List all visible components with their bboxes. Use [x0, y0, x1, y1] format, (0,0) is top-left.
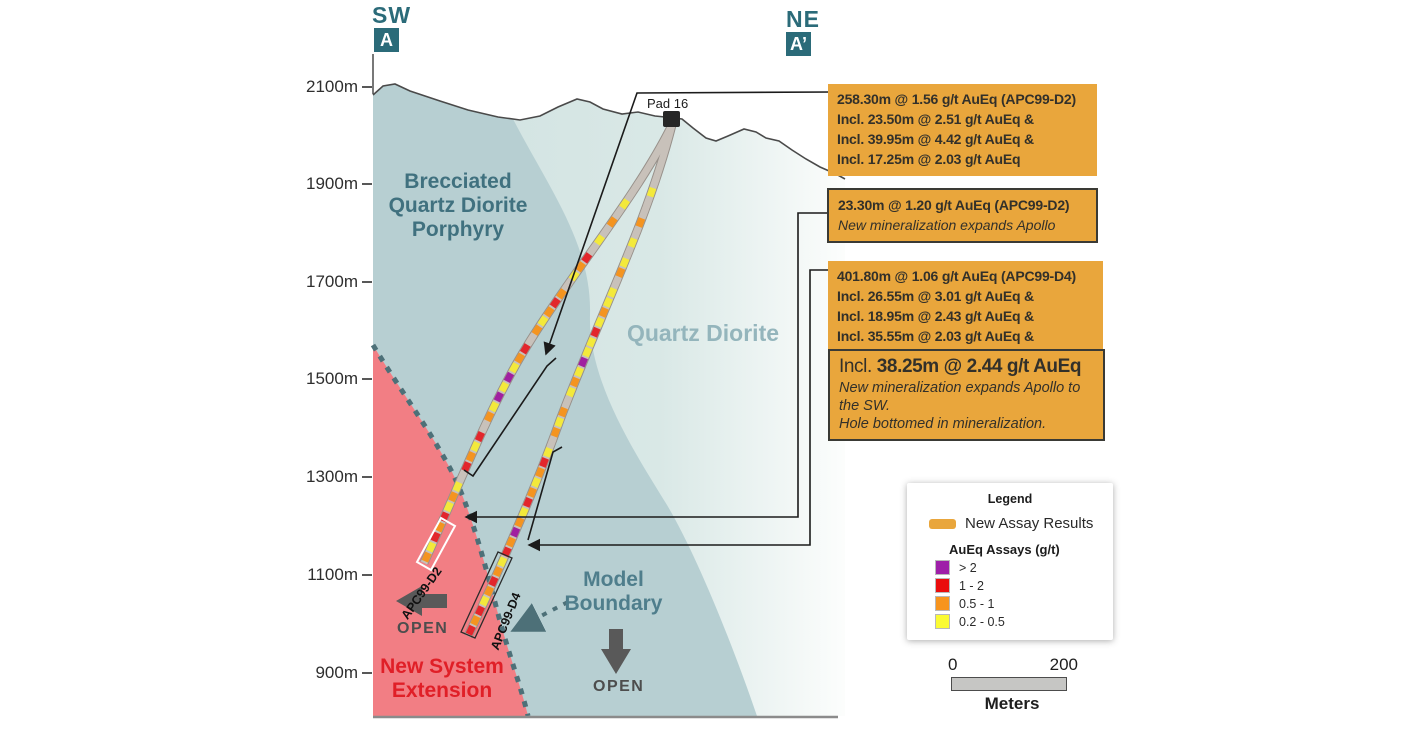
scale-rect: [951, 677, 1067, 691]
sw-direction-label: SW: [372, 2, 412, 28]
open-down-label: OPEN: [593, 678, 645, 695]
swatch-02-05: [935, 614, 950, 629]
interval-bracket-d2: [463, 357, 557, 478]
elevation-label-1900: 1900m: [306, 174, 358, 193]
scale-bar: 0 200 Meters: [938, 655, 1086, 714]
swatch-05-1: [935, 596, 950, 611]
legend-entry: 1 - 2: [935, 578, 1113, 593]
elevation-label-900: 900m: [315, 663, 358, 682]
new-assay-swatch: [929, 518, 956, 529]
legend-subtitle: AuEq Assays (g/t): [949, 542, 1060, 557]
callout-apc99-d4-highlight: Incl. 38.25m @ 2.44 g/t AuEq New mineral…: [828, 349, 1105, 442]
leader-callout-3: [527, 269, 829, 552]
ne-direction-label: NE: [786, 6, 820, 32]
new-system-extension-region: [373, 345, 528, 716]
new-system-extension-label: New System Extension: [380, 655, 504, 703]
open-left-label: OPEN: [397, 620, 449, 637]
topography-line: [372, 83, 846, 180]
elevation-label-1500: 1500m: [306, 369, 358, 388]
legend-entry: 0.5 - 1: [935, 596, 1113, 611]
section-marker-a: A: [374, 28, 399, 52]
open-left-arrow-icon: [396, 586, 447, 616]
section-marker-a-prime: A’: [786, 32, 811, 56]
swatch-1-2: [935, 578, 950, 593]
pad16-label: Pad 16: [647, 96, 689, 111]
open-down-arrow-icon: [601, 629, 631, 674]
model-boundary-label: Model Boundary: [564, 568, 663, 616]
scale-numbers: 0 200: [948, 655, 1078, 674]
highlight-interval: Incl. 38.25m @ 2.44 g/t AuEq: [839, 356, 1082, 377]
legend-entry: > 2: [935, 560, 1113, 575]
elevation-label-1100: 1100m: [307, 565, 358, 584]
elevation-ticks: [362, 86, 372, 674]
leader-callout-1: [543, 91, 833, 356]
callout-apc99-d2-new-zone: 23.30m @ 1.20 g/t AuEq (APC99-D2) New mi…: [827, 188, 1098, 244]
legend-entry: 0.2 - 0.5: [935, 614, 1113, 629]
quartz-diorite-label: Quartz Diorite: [626, 320, 780, 346]
leader-callout-2: [464, 212, 827, 524]
callout-apc99-d2-main: 258.30m @ 1.56 g/t AuEq (APC99-D2) Incl.…: [828, 84, 1097, 176]
interval-box-d2-toe: [415, 516, 457, 572]
interval-box-d4-toe: [460, 551, 513, 639]
pad16-collar-marker: [663, 111, 680, 127]
interval-bracket-d4: [527, 446, 563, 541]
swatch-gt2: [935, 560, 950, 575]
brecciated-porphyry-label: Brecciated Quartz Diorite Porphyry: [388, 170, 528, 242]
drillhole-d4-assay-bands: [465, 176, 660, 636]
legend-panel: Legend New Assay Results AuEq Assays (g/…: [907, 483, 1113, 640]
elevation-label-2100: 2100m: [306, 77, 358, 96]
legend-title: Legend: [987, 492, 1033, 506]
legend-new-assay-row: New Assay Results: [929, 515, 1113, 532]
callout-apc99-d4-main: 401.80m @ 1.06 g/t AuEq (APC99-D4) Incl.…: [828, 261, 1103, 353]
scale-unit-label: Meters: [984, 694, 1040, 713]
elevation-label-1300: 1300m: [306, 467, 358, 486]
elevation-label-1700: 1700m: [306, 272, 358, 291]
